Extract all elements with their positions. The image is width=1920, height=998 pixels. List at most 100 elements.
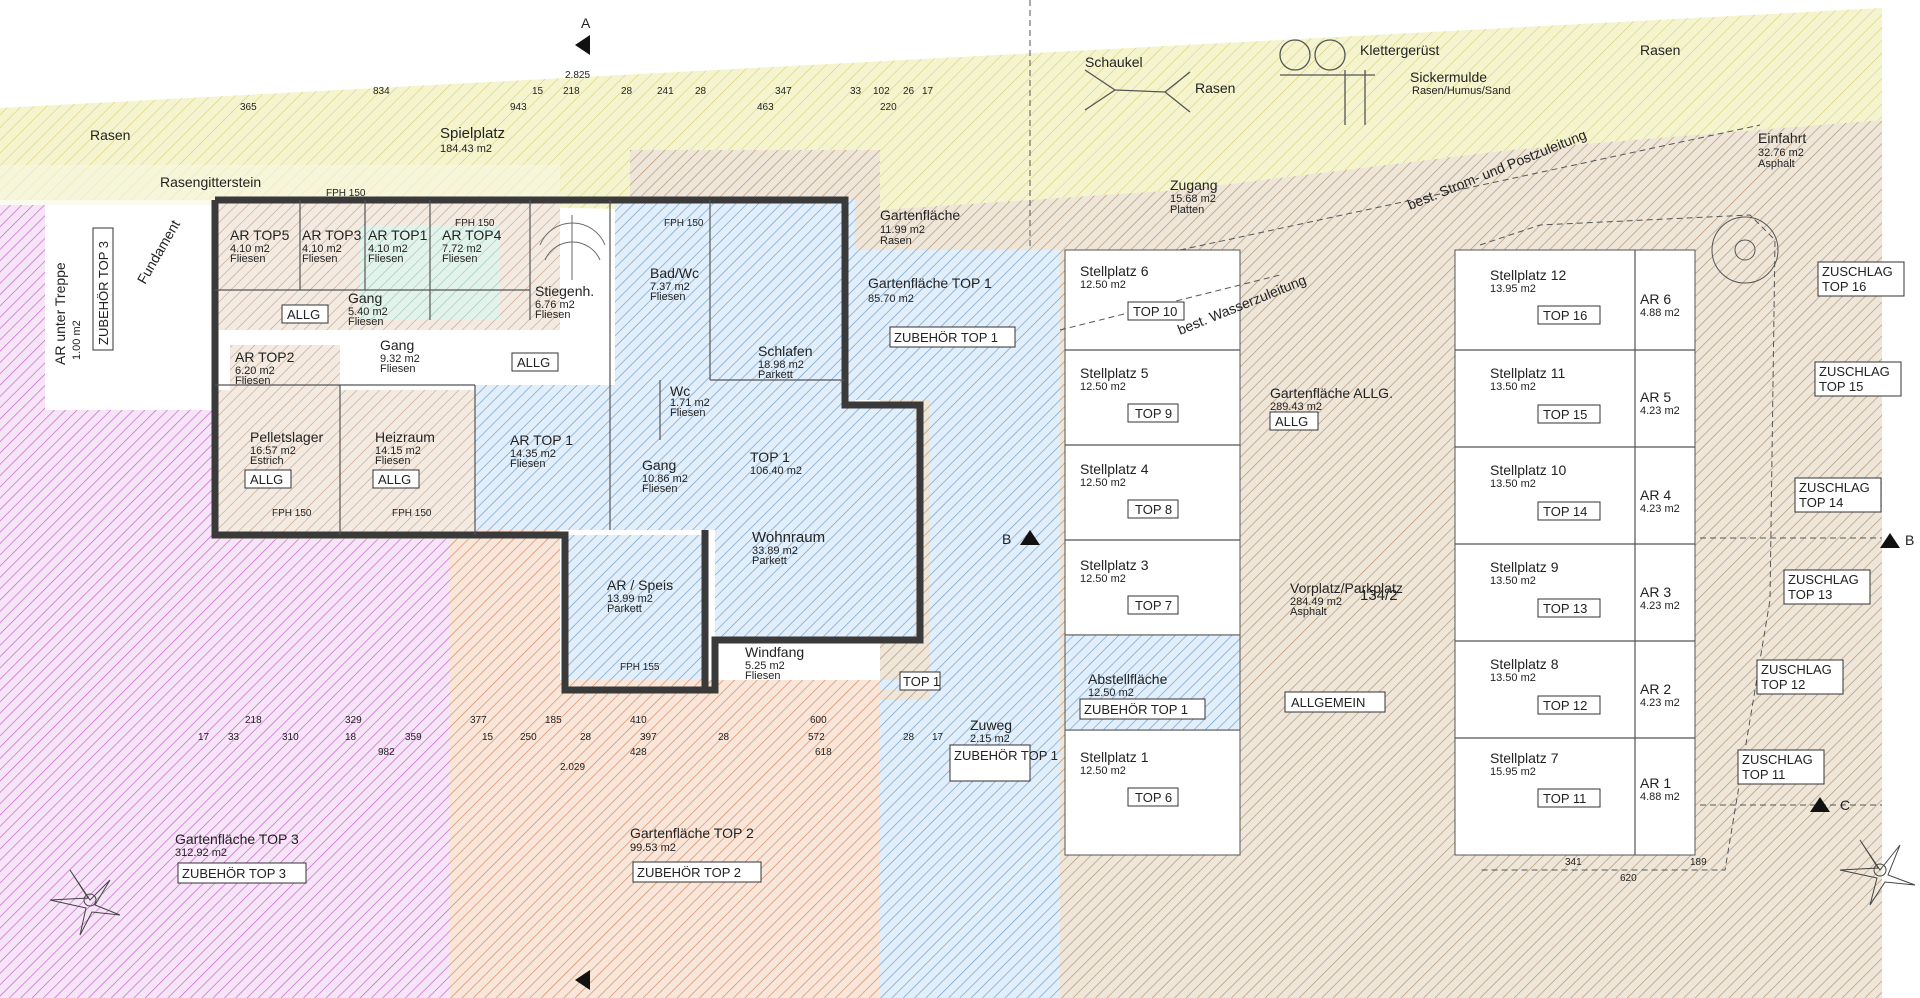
tag-allg-garden-text: ALLG (1275, 414, 1308, 429)
label-schaukel: Schaukel (1085, 54, 1143, 70)
svg-text:AR TOP1: AR TOP1 (368, 227, 428, 243)
svg-text:Stiegenh.: Stiegenh. (535, 283, 594, 299)
garden-top3: Gartenfläche TOP 3 312.92 m2 (175, 831, 299, 859)
tag-zubehoer-top2-text: ZUBEHÖR TOP 2 (637, 865, 741, 880)
svg-text:Fliesen: Fliesen (650, 291, 685, 303)
ar-top1-room-fill (475, 385, 615, 530)
svg-text:428: 428 (630, 747, 647, 758)
svg-text:106.40 m2: 106.40 m2 (750, 465, 802, 477)
room-ar-top3: AR TOP3 4.10 m2 Fliesen (302, 227, 362, 265)
stellplatz-10: Stellplatz 10 13.50 m2 TOP 14 AR 4 4.23 … (1490, 462, 1882, 521)
svg-text:5.40 m2: 5.40 m2 (348, 306, 388, 318)
label-section-a-top: A (581, 15, 591, 31)
svg-text:6.76 m2: 6.76 m2 (535, 299, 575, 311)
svg-text:9.32 m2: 9.32 m2 (380, 353, 420, 365)
svg-text:4.23 m2: 4.23 m2 (1640, 503, 1680, 515)
svg-text:17: 17 (198, 732, 210, 743)
svg-text:185: 185 (545, 715, 562, 726)
svg-text:4.10 m2: 4.10 m2 (230, 243, 270, 255)
label-zugang-area: 15.68 m2 (1170, 193, 1216, 205)
svg-text:99.53 m2: 99.53 m2 (630, 842, 676, 854)
label-parcel: 134/2 (1360, 587, 1398, 604)
dimension-right: 341 620 189 (1565, 857, 1707, 884)
svg-text:5.25 m2: 5.25 m2 (745, 660, 785, 672)
svg-text:Abstellfläche: Abstellfläche (1088, 671, 1168, 687)
svg-text:377: 377 (470, 715, 487, 726)
svg-text:Stellplatz 10: Stellplatz 10 (1490, 462, 1566, 478)
svg-text:12.50 m2: 12.50 m2 (1080, 477, 1126, 489)
tag-allg-heizraum (372, 469, 420, 489)
garden-allg: Gartenfläche ALLG. 289.43 m2 (1270, 385, 1393, 413)
garden-top2: Gartenfläche TOP 2 99.53 m2 (630, 825, 754, 854)
svg-text:Bad/Wc: Bad/Wc (650, 265, 699, 281)
svg-text:Stellplatz 11: Stellplatz 11 (1490, 365, 1565, 381)
tag-allg-gang-text: ALLG (287, 307, 320, 322)
stellplatz-6: Stellplatz 6 12.50 m2 TOP 10 (1080, 263, 1185, 321)
label-ar-unter-treppe: AR unter Treppe (52, 262, 68, 365)
label-spielplatz: Spielplatz (440, 125, 505, 142)
section-a-bottom-marker (575, 970, 590, 990)
svg-text:AR 6: AR 6 (1640, 291, 1671, 307)
label-rasen-mid: Rasen (1195, 80, 1235, 96)
svg-text:600: 600 (810, 715, 827, 726)
svg-text:Windfang: Windfang (745, 644, 804, 660)
svg-text:410: 410 (630, 715, 647, 726)
section-a-top-marker (575, 35, 590, 55)
stellplatz-4: Stellplatz 4 12.50 m2 TOP 8 (1080, 461, 1179, 519)
label-zugang-sub: Platten (1170, 204, 1204, 216)
svg-text:2.15 m2: 2.15 m2 (970, 733, 1010, 745)
tag-zubehoer-top3-vertical-text: ZUBEHÖR TOP 3 (96, 241, 111, 345)
svg-text:TOP 14: TOP 14 (1543, 504, 1587, 519)
svg-text:Fliesen: Fliesen (442, 253, 477, 265)
tag-zubehoer-top1-garden (889, 326, 1016, 348)
tag-zubehoer-top3-text: ZUBEHÖR TOP 3 (182, 866, 286, 881)
room-ar-top4: AR TOP4 7.72 m2 Fliesen (442, 227, 502, 265)
svg-text:Gang: Gang (380, 337, 414, 353)
svg-text:Stellplatz 12: Stellplatz 12 (1490, 267, 1566, 283)
svg-text:Stellplatz 6: Stellplatz 6 (1080, 263, 1149, 279)
label-zugang: Zugang (1170, 177, 1217, 193)
room-gang-small: Gang 5.40 m2 Fliesen (348, 290, 388, 328)
tag-allg-pellets (244, 469, 292, 489)
svg-text:TOP 1: TOP 1 (750, 449, 790, 465)
svg-text:18.98 m2: 18.98 m2 (758, 359, 804, 371)
svg-text:7.72 m2: 7.72 m2 (442, 243, 482, 255)
ar-top2-fill (230, 345, 340, 390)
svg-text:FPH 150: FPH 150 (392, 508, 432, 519)
tag-zubehoer-top1-zuweg (949, 744, 1031, 782)
svg-text:4.10 m2: 4.10 m2 (368, 243, 408, 255)
tag-allgemein-text: ALLGEMEIN (1291, 695, 1365, 710)
svg-text:ZUSCHLAG: ZUSCHLAG (1761, 662, 1832, 677)
tag-zubehoer-top2 (632, 861, 762, 883)
svg-text:982: 982 (378, 747, 395, 758)
svg-text:AR TOP2: AR TOP2 (235, 349, 295, 365)
svg-text:Fliesen: Fliesen (235, 375, 270, 387)
svg-text:Fliesen: Fliesen (230, 253, 265, 265)
section-c-marker (1810, 797, 1830, 812)
svg-text:Gartenfläche TOP 2: Gartenfläche TOP 2 (630, 825, 754, 841)
svg-text:Fliesen: Fliesen (510, 458, 545, 470)
svg-text:TOP 13: TOP 13 (1788, 587, 1832, 602)
parking-right-block (1454, 249, 1696, 856)
room-wc: Wc 1.71 m2 Fliesen (670, 383, 710, 419)
svg-text:FPH 150: FPH 150 (272, 508, 312, 519)
label-ar-unter-treppe-area: 1.00 m2 (71, 320, 83, 360)
zuweg: Zuweg 2.15 m2 (970, 717, 1012, 745)
svg-text:Wc: Wc (670, 383, 690, 399)
stellplatz-3: Stellplatz 3 12.50 m2 TOP 7 (1080, 557, 1179, 615)
label-rasen-left: Rasen (90, 127, 130, 143)
svg-text:Stellplatz 1: Stellplatz 1 (1080, 749, 1149, 765)
svg-text:TOP 15: TOP 15 (1819, 379, 1863, 394)
stellplatz-12: Stellplatz 12 13.95 m2 TOP 16 AR 6 4.88 … (1490, 261, 1905, 325)
property-boundary (1479, 214, 1776, 871)
svg-text:13.95 m2: 13.95 m2 (1490, 283, 1536, 295)
svg-text:AR TOP5: AR TOP5 (230, 227, 290, 243)
svg-text:14.35 m2: 14.35 m2 (510, 448, 556, 460)
room-ar-top2: AR TOP2 6.20 m2 Fliesen (235, 349, 295, 387)
vorplatz-parkplatz: Vorplatz/Parkplatz 284.49 m2 Asphalt (1290, 580, 1403, 618)
stellplatz-7: Stellplatz 7 15.95 m2 TOP 11 AR 1 4.88 m… (1490, 749, 1825, 808)
svg-text:14.15 m2: 14.15 m2 (375, 445, 421, 457)
svg-text:TOP 7: TOP 7 (1135, 598, 1172, 613)
svg-text:4.10 m2: 4.10 m2 (302, 243, 342, 255)
svg-text:Fliesen: Fliesen (380, 363, 415, 375)
